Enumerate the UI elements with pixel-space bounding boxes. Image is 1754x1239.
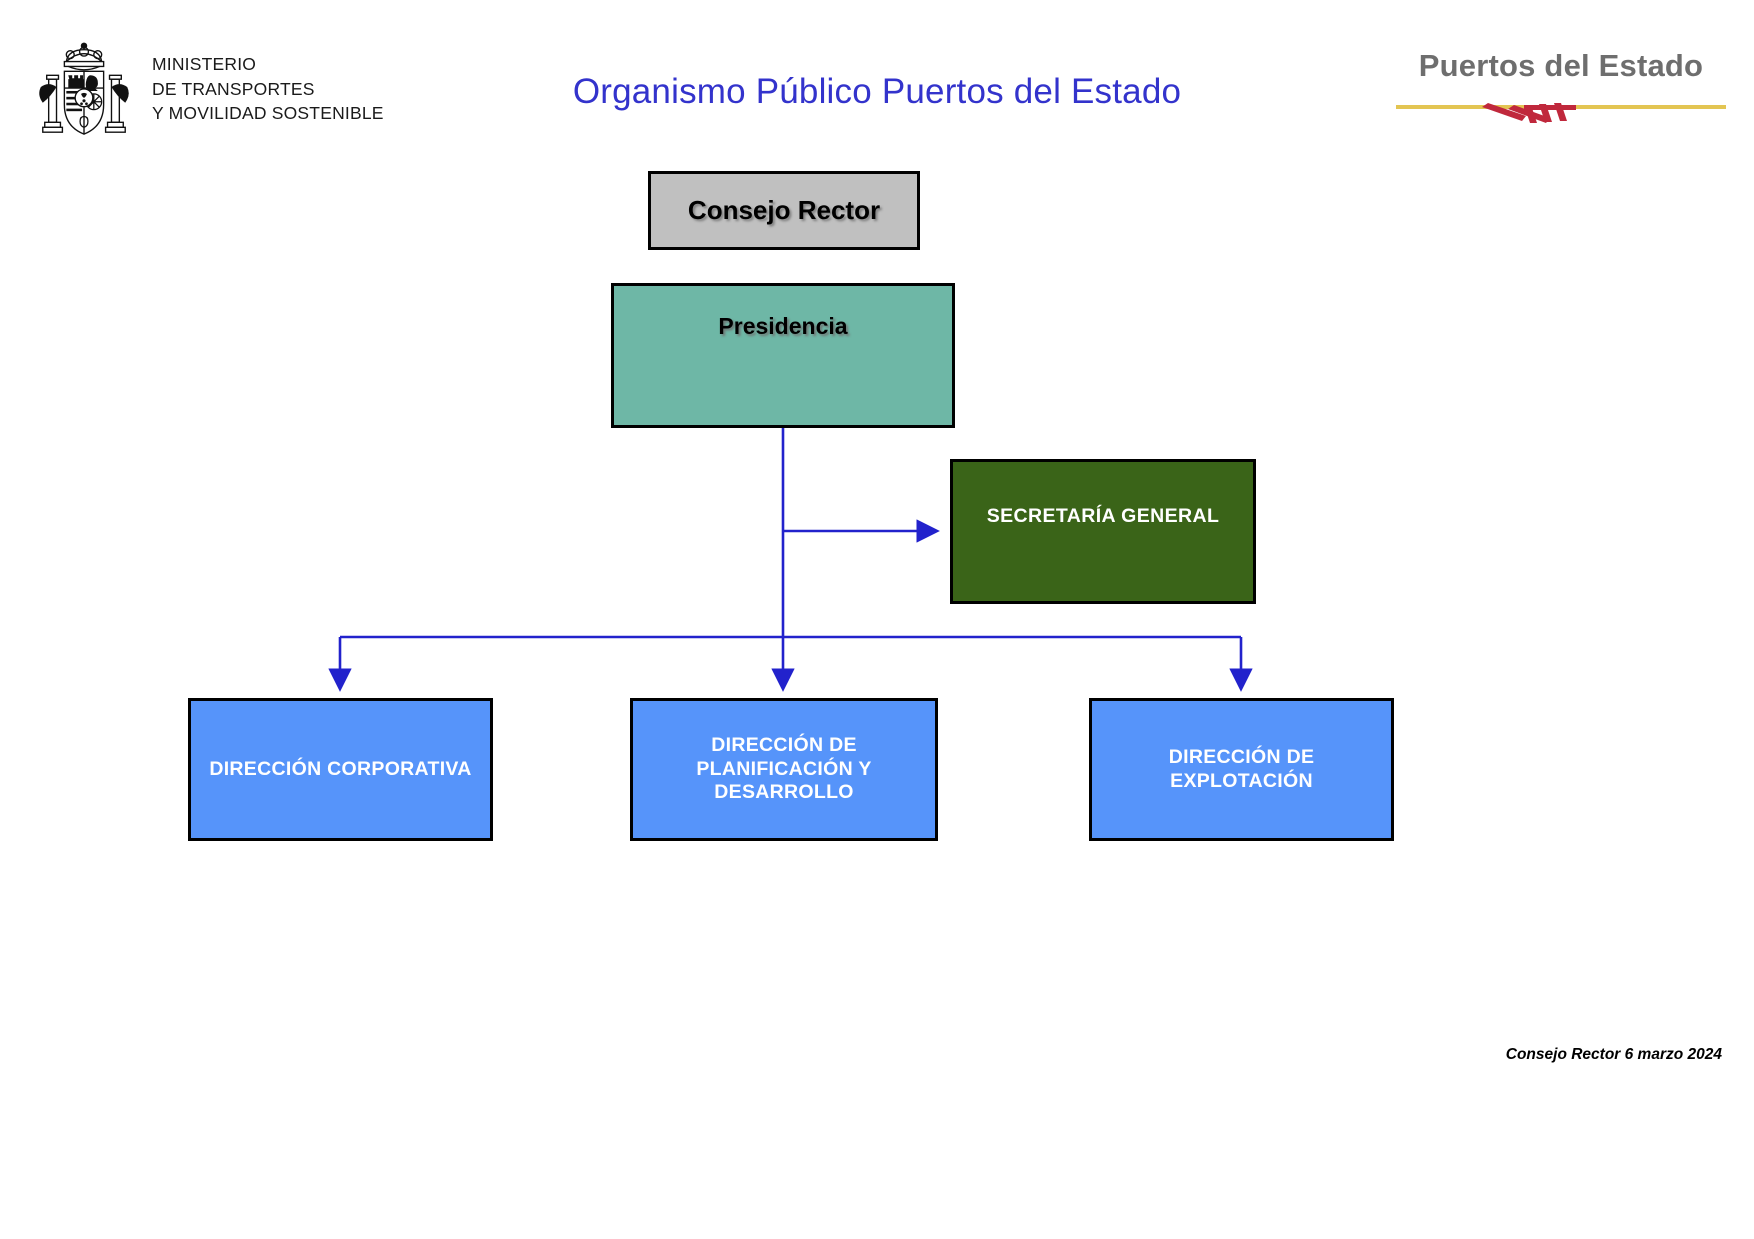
node-secretaria-general-label: SECRETARÍA GENERAL [986, 505, 1220, 527]
node-presidencia-label: Presidencia [718, 313, 848, 339]
wave-hand-icon [1396, 103, 1726, 123]
node-direccion-corporativa[interactable]: DIRECCIÓN CORPORATIVA [188, 698, 493, 841]
node-consejo-rector[interactable]: Consejo Rector [648, 171, 920, 250]
footer-note: Consejo Rector 6 marzo 2024 [1505, 1046, 1722, 1063]
node-presidencia[interactable]: Presidencia [611, 283, 955, 428]
node-secretaria-general[interactable]: SECRETARÍA GENERAL [950, 459, 1256, 604]
node-direccion-corporativa-label: DIRECCIÓN CORPORATIVA [209, 757, 472, 780]
ministry-logo: MINISTERIO DE TRANSPORTES Y MOVILIDAD SO… [30, 34, 383, 144]
brand-name: Puertos del Estado [1418, 48, 1704, 83]
label-line-1: DIRECCIÓN DE [711, 733, 857, 756]
page-title: Organismo Público Puertos del Estado [572, 72, 1182, 111]
spain-coat-of-arms-icon [39, 42, 129, 135]
ministry-name: MINISTERIO DE TRANSPORTES Y MOVILIDAD SO… [152, 53, 384, 124]
node-direccion-explotacion-label: DIRECCIÓN DE EXPLOTACIÓN [1168, 745, 1315, 792]
brand-mark [1396, 90, 1726, 130]
node-direccion-planificacion-desarrollo-label: DIRECCIÓN DE PLANIFICACIÓN Y DESARROLLO [633, 734, 935, 805]
label-line-3: DESARROLLO [714, 781, 854, 804]
node-consejo-rector-label: Consejo Rector [687, 194, 881, 225]
node-direccion-planificacion-desarrollo[interactable]: DIRECCIÓN DE PLANIFICACIÓN Y DESARROLLO [630, 698, 938, 841]
puertos-del-estado-logo: Puertos del Estado [1396, 48, 1726, 140]
label-line-2: PLANIFICACIÓN Y [696, 757, 872, 780]
node-direccion-explotacion[interactable]: DIRECCIÓN DE EXPLOTACIÓN [1089, 698, 1394, 841]
